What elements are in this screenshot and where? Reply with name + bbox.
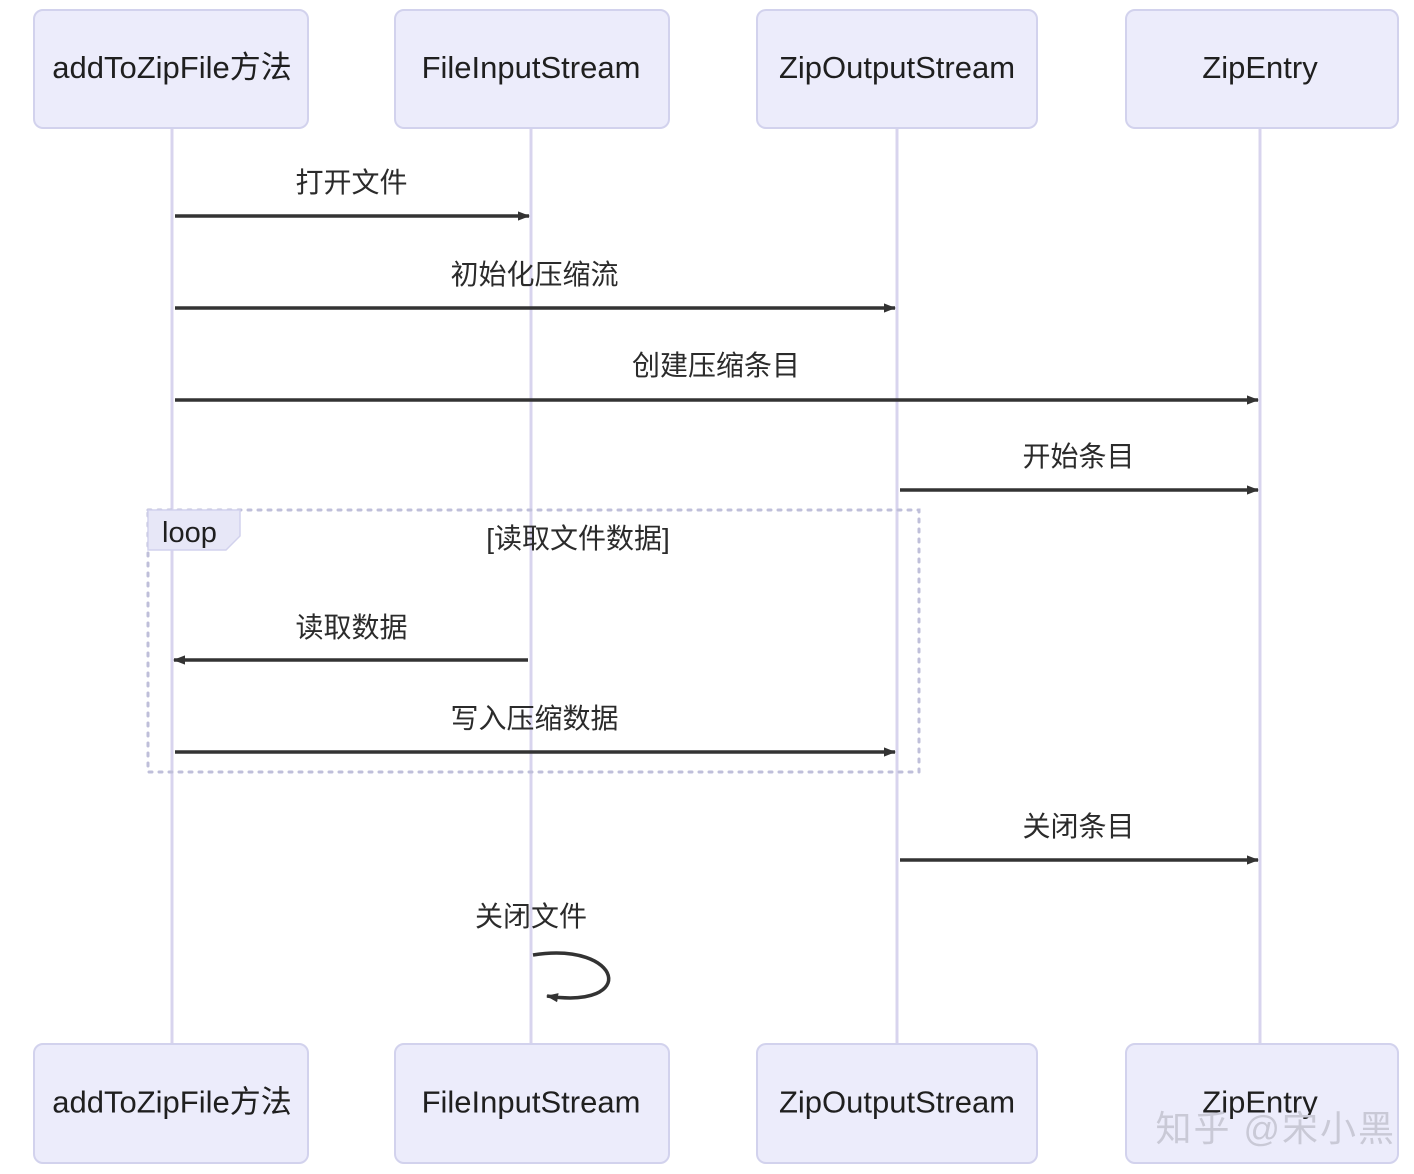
participant-box	[394, 1043, 670, 1164]
participant-header-p0[interactable]: addToZipFile方法	[33, 9, 309, 129]
message-m5[interactable]: 写入压缩数据	[175, 703, 896, 757]
message-label: 打开文件	[295, 167, 407, 198]
participant-box	[756, 1043, 1038, 1164]
participant-label: ZipOutputStream	[779, 50, 1015, 85]
participant-label: addToZipFile方法	[52, 50, 291, 85]
participant-box	[33, 9, 309, 129]
loop-tab-shape	[147, 509, 241, 551]
participant-box	[1125, 1043, 1399, 1164]
loop-fragment: loop [读取文件数据]	[146, 508, 921, 774]
message-label: 关闭条目	[1022, 811, 1134, 842]
message-m6[interactable]: 关闭条目	[900, 811, 1259, 865]
participant-header-group: addToZipFile方法 FileInputStream ZipOutputSt…	[33, 9, 1399, 129]
participant-footer-p1[interactable]: FileInputStream	[394, 1043, 670, 1164]
participant-header-p2[interactable]: ZipOutputStream	[756, 9, 1038, 129]
message-m3[interactable]: 开始条目	[900, 441, 1259, 495]
message-m4[interactable]: 读取数据	[173, 612, 528, 665]
message-m1[interactable]: 初始化压缩流	[175, 259, 896, 313]
participant-label: ZipOutputStream	[779, 1085, 1015, 1120]
participant-footer-p0[interactable]: addToZipFile方法	[33, 1043, 309, 1164]
participant-footer-p2[interactable]: ZipOutputStream	[756, 1043, 1038, 1164]
message-label: 初始化压缩流	[450, 259, 618, 290]
message-label: 创建压缩条目	[632, 350, 800, 381]
loop-keyword-label: loop	[162, 517, 217, 549]
participant-label: ZipEntry	[1202, 50, 1318, 85]
message-label: 读取数据	[295, 612, 407, 643]
lifelines-group	[170, 128, 1262, 1044]
message-label: 开始条目	[1022, 441, 1134, 472]
participant-box	[33, 1043, 309, 1164]
self-message-m7[interactable]: 关闭文件	[475, 901, 611, 1003]
participant-label: ZipEntry	[1202, 1085, 1318, 1120]
participant-header-p3[interactable]: ZipEntry	[1125, 9, 1399, 129]
participant-footer-p3[interactable]: ZipEntry	[1125, 1043, 1399, 1164]
self-message-arrow	[532, 951, 611, 1003]
participant-box	[394, 9, 670, 129]
participant-header-p1[interactable]: FileInputStream	[394, 9, 670, 129]
participant-box	[756, 9, 1038, 129]
participant-footer-group: addToZipFile方法 FileInputStream ZipOutputSt…	[33, 1043, 1399, 1164]
participant-label: FileInputStream	[422, 50, 641, 85]
loop-frame-border	[146, 508, 921, 774]
message-m0[interactable]: 打开文件	[175, 167, 530, 221]
participant-box	[1125, 9, 1399, 129]
loop-condition-label: [读取文件数据]	[486, 523, 670, 554]
message-label: 写入压缩数据	[450, 703, 618, 734]
participant-label: addToZipFile方法	[52, 1085, 291, 1120]
self-message-label: 关闭文件	[475, 901, 587, 932]
message-m2[interactable]: 创建压缩条目	[175, 350, 1259, 405]
participant-label: FileInputStream	[422, 1085, 641, 1120]
